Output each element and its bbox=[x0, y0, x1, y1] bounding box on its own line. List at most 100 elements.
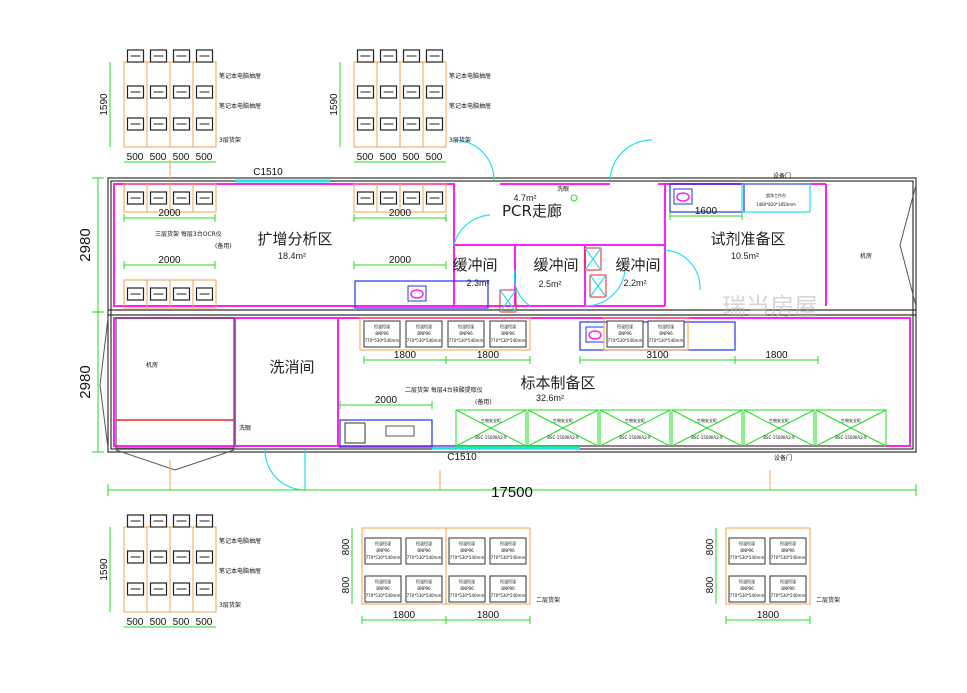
bsc-label: 生物安全柜 bbox=[625, 417, 645, 423]
cabinet-label: 770*530*540mm bbox=[771, 593, 806, 598]
two-tier-shelf bbox=[725, 527, 811, 605]
cabinet-label: BNP96 bbox=[501, 331, 515, 336]
incubator-cabinet bbox=[606, 320, 644, 348]
incubator-cabinet bbox=[489, 537, 527, 565]
bsc-label: 生物安全柜 bbox=[481, 417, 501, 423]
bsc-model: BSC-1500IIA2-X bbox=[547, 435, 579, 440]
cabinet-label: 恒温恒湿 bbox=[459, 578, 475, 584]
area-specimen: 32.6m² bbox=[536, 393, 564, 403]
incubator-cabinet bbox=[769, 575, 807, 603]
cabinet-label: BNP96 bbox=[417, 548, 431, 553]
pass-box-cross bbox=[584, 247, 602, 271]
cabinet-label: BNP96 bbox=[417, 586, 431, 591]
equipment-layer: 20002000200020001600笔记本电脑抽屉笔记本电脑抽屉3层货架50… bbox=[99, 49, 887, 628]
biosafety-cabinet-cross bbox=[455, 409, 527, 447]
biosafety-cabinet bbox=[599, 409, 671, 447]
biosafety-cabinet bbox=[671, 409, 743, 447]
rack-label: 3层货架 bbox=[219, 136, 241, 144]
area-reagent: 10.5m² bbox=[731, 251, 759, 261]
bsc-model: BSC-1500IIA2-X bbox=[619, 435, 651, 440]
two-tier-shelf bbox=[445, 527, 531, 605]
room-amplification: 扩增分析区 bbox=[257, 230, 332, 248]
cabinet-label: 770*530*540mm bbox=[771, 555, 806, 560]
eyewash-top-label: 洗眼 bbox=[557, 185, 569, 193]
cabinet-label: BNP96 bbox=[740, 586, 754, 591]
dimension-label: 2000 bbox=[158, 208, 181, 219]
bsc-label: 生物安全柜 bbox=[553, 417, 573, 423]
dimension-label: 800 bbox=[705, 576, 716, 593]
cabinet-label: BNP96 bbox=[740, 548, 754, 553]
pass-box bbox=[499, 289, 517, 313]
cabinet-label: 770*530*540mm bbox=[366, 593, 401, 598]
rack-bay bbox=[192, 61, 217, 148]
cabinet-label: 770*530*540mm bbox=[366, 555, 401, 560]
cabinet-label: 770*530*540mm bbox=[608, 338, 643, 343]
shelf-cell bbox=[192, 183, 217, 213]
dimension-label: 500 bbox=[196, 152, 213, 163]
incubator-cabinet bbox=[728, 537, 766, 565]
cabinet-label: 恒温恒湿 bbox=[780, 540, 796, 546]
cabinet-label: BNP96 bbox=[781, 586, 795, 591]
cabinet-label: BNP96 bbox=[375, 331, 389, 336]
shelf-cell bbox=[192, 279, 217, 309]
rack-label: 笔记本电脑抽屉 bbox=[449, 102, 491, 110]
room-reagent: 试剂准备区 bbox=[710, 230, 785, 248]
room-buffer-2: 缓冲间 bbox=[533, 256, 578, 274]
cabinet-label: 恒温恒湿 bbox=[459, 540, 475, 546]
clean-bench-size: 1480*820*1850mm bbox=[756, 202, 796, 207]
dim-total-length: 17500 bbox=[491, 484, 533, 501]
incubator-cabinet bbox=[489, 575, 527, 603]
watermark: 瑞当房屋 bbox=[722, 293, 818, 321]
dimension-label: 500 bbox=[127, 617, 144, 628]
incubator-cabinet bbox=[363, 320, 401, 348]
dimension-label: 2000 bbox=[389, 255, 412, 266]
incubator-cabinet bbox=[489, 320, 527, 348]
dimension-label: 500 bbox=[173, 617, 190, 628]
rack-bay bbox=[169, 526, 194, 613]
rack-bay bbox=[422, 61, 447, 148]
cabinet-label: 770*530*540mm bbox=[407, 593, 442, 598]
dimension-label: 1800 bbox=[477, 610, 500, 621]
dimension-label: 1800 bbox=[477, 350, 500, 361]
rack-bay bbox=[146, 61, 171, 148]
cabinet-label: 恒温恒湿 bbox=[416, 323, 432, 329]
rack-label: 笔记本电脑抽屉 bbox=[219, 567, 261, 575]
dimension-label: 2000 bbox=[389, 208, 412, 219]
dimension-label: 500 bbox=[403, 152, 420, 163]
cabinet-label: BNP96 bbox=[460, 548, 474, 553]
room-buffer-1: 缓冲间 bbox=[452, 256, 497, 274]
area-buffer-1: 2.3m² bbox=[466, 278, 489, 288]
shelf-note-bottom: 二层货架 每层4台核酸提取仪 bbox=[405, 386, 483, 394]
bsc-model: BSC-1500IIA2-X bbox=[475, 435, 507, 440]
room-pcr-corridor: PCR走廊 bbox=[502, 202, 562, 220]
pass-box bbox=[584, 247, 602, 271]
incubator-cabinet bbox=[405, 537, 443, 565]
rack-label: 笔记本电脑抽屉 bbox=[219, 537, 261, 545]
equip-door-top-label: 设备门 bbox=[773, 172, 791, 180]
biosafety-cabinet-cross bbox=[743, 409, 815, 447]
cabinet-label: 恒温恒湿 bbox=[500, 540, 516, 546]
dimension-label: 1800 bbox=[757, 610, 780, 621]
rack-bay bbox=[123, 526, 148, 613]
rack-bay bbox=[146, 526, 171, 613]
biosafety-cabinet bbox=[527, 409, 599, 447]
cabinet-label: 770*530*540mm bbox=[450, 593, 485, 598]
bsc-model: BSC-1500IIA2-X bbox=[763, 435, 795, 440]
bsc-label: 生物安全柜 bbox=[769, 417, 789, 423]
cabinet-label: BNP96 bbox=[781, 548, 795, 553]
cabinet-label: BNP96 bbox=[459, 331, 473, 336]
cabinet-label: 恒温恒湿 bbox=[780, 578, 796, 584]
two-tier-shelf bbox=[603, 317, 689, 351]
incubator-cabinet bbox=[364, 575, 402, 603]
rack-label: 3层货架 bbox=[449, 136, 471, 144]
cabinet-label: BNP96 bbox=[501, 548, 515, 553]
shelf-note-top-sub: (备用) bbox=[215, 242, 232, 250]
cabinet-label: 770*530*540mm bbox=[491, 338, 526, 343]
rack-label: 3层货架 bbox=[219, 601, 241, 609]
rack-bay bbox=[123, 61, 148, 148]
cabinet-label: 恒温恒湿 bbox=[375, 578, 391, 584]
equip-door-bottom-label: 设备门 bbox=[774, 454, 792, 462]
dimension-label: 3100 bbox=[646, 350, 669, 361]
window-top-label: C1510 bbox=[253, 167, 283, 178]
bsc-model: BSC-1500IIA2-X bbox=[691, 435, 723, 440]
